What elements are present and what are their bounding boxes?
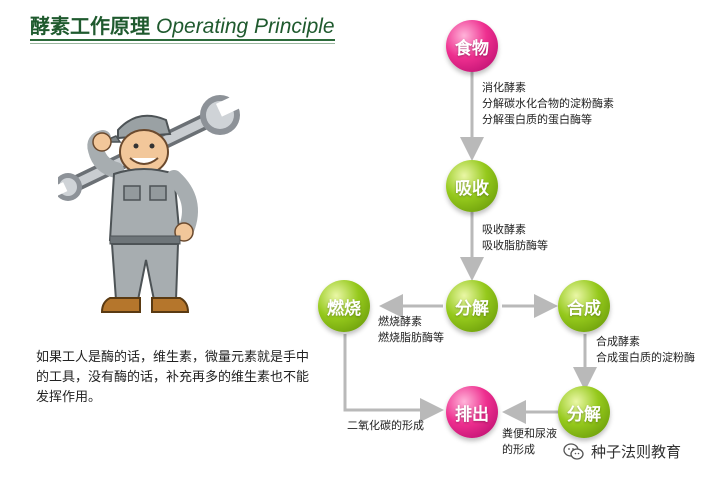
watermark-text: 种子法则教育 (591, 443, 682, 461)
node-decompose-2: 分解 (558, 386, 610, 438)
note-digest: 消化酵素 分解碳水化合物的淀粉酶素 分解蛋白质的蛋白酶等 (482, 80, 614, 128)
node-decompose-1: 分解 (446, 280, 498, 332)
arrow-burn-excrete (343, 334, 444, 422)
title-en: Operating Principle (156, 15, 335, 38)
node-food-label: 食物 (455, 38, 489, 59)
note-feces-line: 的形成 (502, 443, 535, 456)
node-decompose-1-label: 分解 (455, 298, 489, 319)
node-synthesize: 合成 (558, 280, 610, 332)
title: 酵素工作原理 Operating Principle (30, 10, 335, 39)
note-burn: 燃烧酵素 燃烧脂肪酶等 (378, 314, 444, 346)
wrench-worker-illustration (58, 95, 241, 313)
note-digest-line: 分解蛋白质的蛋白酶等 (482, 113, 592, 126)
note-burn-line: 燃烧酵素 (378, 315, 422, 328)
note-co2-line: 二氧化碳的形成 (347, 419, 424, 432)
note-synth-line: 合成蛋白质的淀粉酶 (596, 351, 695, 364)
note-burn-line: 燃烧脂肪酶等 (378, 331, 444, 344)
caption-text: 如果工人是酶的话，维生素，微量元素就是手中的工具，没有酶的话，补充再多的维生素也… (36, 350, 310, 405)
note-absorb-line: 吸收酵素 (482, 223, 526, 236)
note-digest-line: 分解碳水化合物的淀粉酶素 (482, 97, 614, 110)
node-excrete-label: 排出 (455, 404, 489, 425)
note-digest-line: 消化酵素 (482, 81, 526, 94)
note-feces: 粪便和尿液 的形成 (502, 426, 557, 458)
title-rule-secondary (30, 43, 335, 44)
title-zh: 酵素工作原理 (30, 14, 150, 38)
node-absorb: 吸收 (446, 160, 498, 212)
node-absorb-label: 吸收 (455, 178, 489, 199)
note-co2: 二氧化碳的形成 (347, 418, 424, 434)
note-synth: 合成酵素 合成蛋白质的淀粉酶 (596, 334, 695, 366)
node-burn: 燃烧 (318, 280, 370, 332)
note-absorb: 吸收酵素 吸收脂肪酶等 (482, 222, 548, 254)
node-burn-label: 燃烧 (327, 298, 361, 319)
title-rule (30, 39, 335, 41)
note-feces-line: 粪便和尿液 (502, 427, 557, 440)
node-synthesize-label: 合成 (567, 298, 601, 319)
node-decompose-2-label: 分解 (567, 404, 601, 425)
note-absorb-line: 吸收脂肪酶等 (482, 239, 548, 252)
note-synth-line: 合成酵素 (596, 335, 640, 348)
watermark: 种子法则教育 (563, 441, 681, 462)
wechat-icon (563, 442, 584, 460)
node-food: 食物 (446, 20, 498, 72)
node-excrete: 排出 (446, 386, 498, 438)
